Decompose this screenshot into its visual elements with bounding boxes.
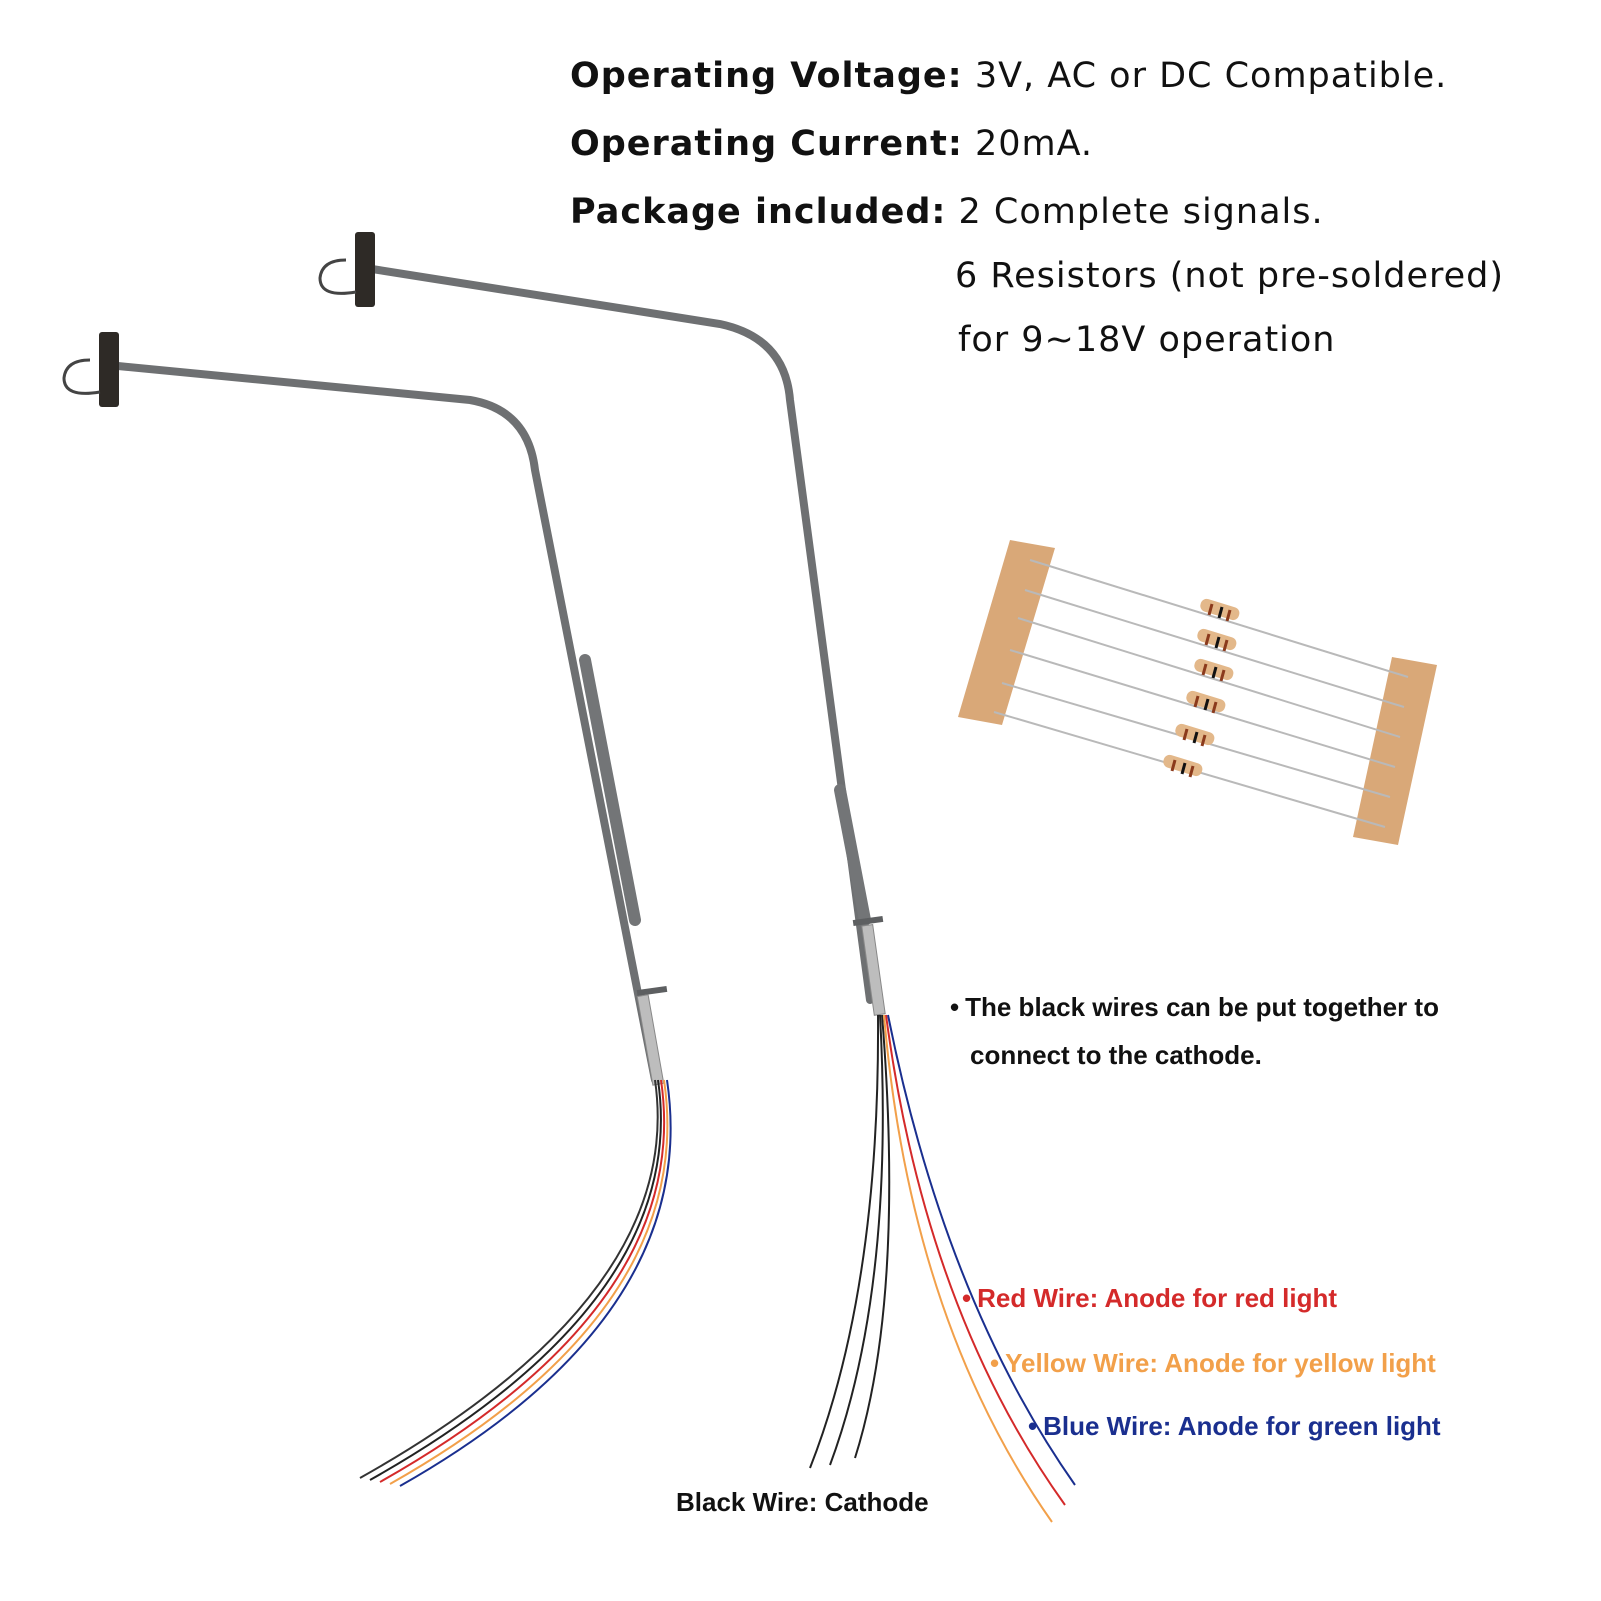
signal-right-collar	[852, 915, 884, 927]
note-black-wires-line2: connect to the cathode.	[970, 1040, 1262, 1070]
spec-current-value: 20mA.	[974, 124, 1094, 164]
label-yellow-wire: •Yellow Wire: Anode for yellow light	[990, 1348, 1436, 1379]
signal-right-pole	[368, 265, 874, 1004]
label-blue-bullet: •	[1028, 1411, 1038, 1441]
spec-voltage-value: 3V, AC or DC Compatible.	[974, 56, 1448, 96]
signal-left-pole	[114, 362, 659, 1084]
spec-package: Package included: 2 Complete signals.	[570, 192, 1324, 232]
label-blue-wire: •Blue Wire: Anode for green light	[1028, 1411, 1441, 1442]
signal-left-wires	[359, 1079, 672, 1487]
label-red-bullet: •	[962, 1283, 972, 1313]
signal-right-pole-sleeve	[834, 784, 871, 926]
label-blue-wire-text: Blue Wire: Anode for green light	[1043, 1411, 1441, 1441]
signal-left-tube	[636, 994, 665, 1086]
resistor-tape-left	[958, 540, 1055, 725]
label-red-wire-text: Red Wire: Anode for red light	[977, 1283, 1338, 1313]
spec-voltage: Operating Voltage: 3V, AC or DC Compatib…	[570, 56, 1447, 96]
note-black-wires: •The black wires can be put together to	[950, 992, 1439, 1023]
spec-current-label: Operating Current:	[570, 124, 963, 164]
spec-voltage-label: Operating Voltage:	[570, 56, 963, 96]
label-red-wire: •Red Wire: Anode for red light	[962, 1283, 1337, 1314]
label-black-wire: Black Wire: Cathode	[676, 1487, 929, 1517]
note-bullet: •	[950, 992, 960, 1022]
resistor-bands	[1170, 603, 1232, 778]
signal-left-ladder	[62, 358, 101, 395]
label-yellow-wire-text: Yellow Wire: Anode for yellow light	[1005, 1348, 1436, 1378]
signal-right-tube	[861, 924, 886, 1016]
resistor-tape-right	[1353, 657, 1437, 845]
note-black-wires-line1: The black wires can be put together to	[965, 992, 1439, 1022]
signal-left-collar	[636, 985, 668, 997]
signal-left-pole-sleeve	[579, 654, 641, 926]
signal-right-head	[355, 232, 375, 307]
signal-right	[318, 232, 1076, 1523]
resistor-strip	[958, 540, 1437, 845]
label-yellow-bullet: •	[990, 1348, 1000, 1378]
spec-package-line1: 2 Complete signals.	[958, 192, 1324, 232]
signal-right-ladder	[318, 258, 357, 295]
spec-package-line2: 6 Resistors (not pre-soldered)	[955, 256, 1505, 296]
signal-left-head	[99, 332, 119, 407]
signal-left	[62, 332, 672, 1487]
spec-package-label: Package included:	[570, 192, 947, 232]
signal-right-wires	[809, 1014, 1076, 1523]
spec-package-line3: for 9~18V operation	[958, 320, 1336, 360]
spec-current: Operating Current: 20mA.	[570, 124, 1093, 164]
